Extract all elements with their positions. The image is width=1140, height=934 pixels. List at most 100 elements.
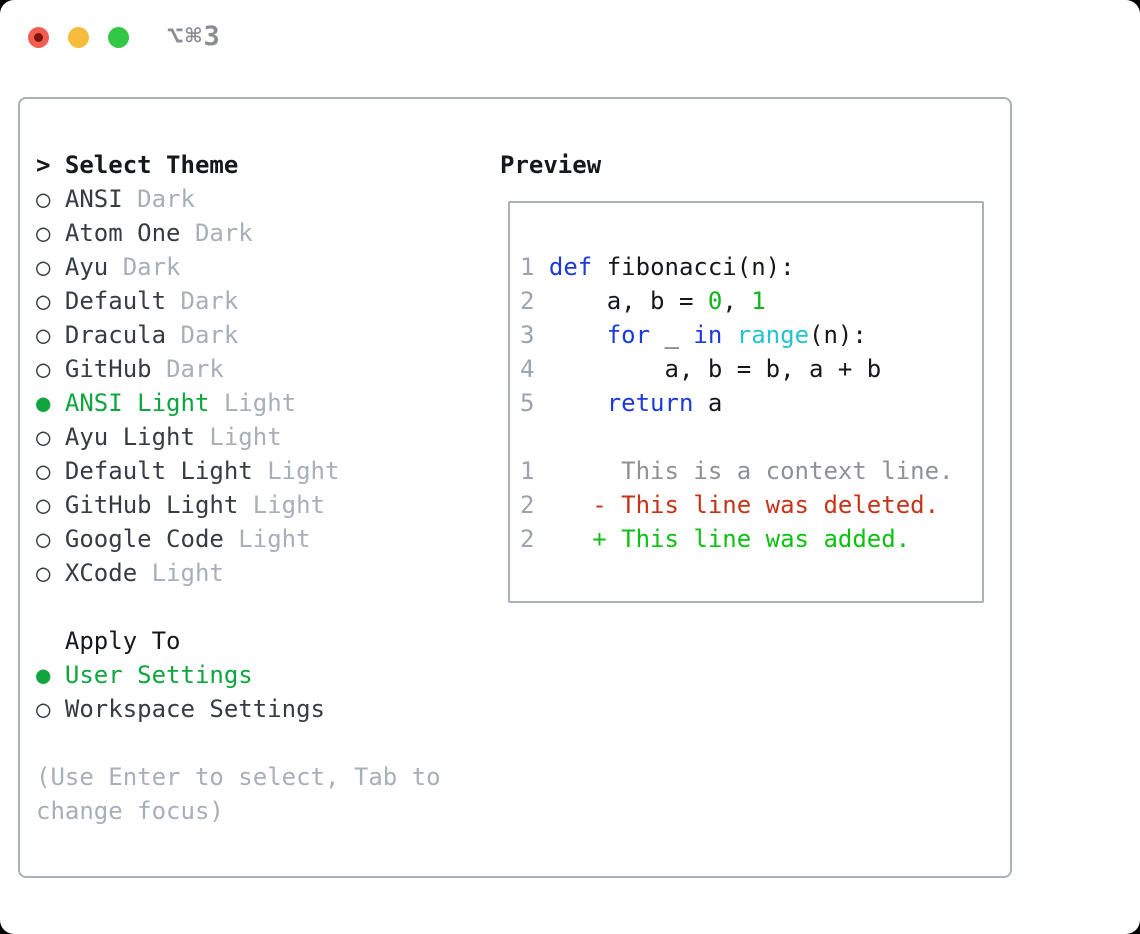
code-token-fn: range (736, 321, 810, 349)
theme-name: GitHub Light (64, 491, 253, 519)
theme-list: ○ ANSI Dark○ Atom One Dark○ Ayu Dark○ De… (36, 182, 441, 590)
theme-variant-badge: Light (252, 491, 325, 519)
code-line: 3 for _ in range(n): (520, 318, 982, 352)
theme-picker-panel: > Select Theme ○ ANSI Dark○ Atom One Dar… (18, 97, 1012, 878)
theme-item-github[interactable]: ○ GitHub Dark (36, 352, 441, 386)
minimize-button[interactable] (68, 27, 89, 48)
theme-variant-badge: Light (267, 457, 340, 485)
code-token-pl: , (722, 287, 752, 315)
code-token-pl (549, 389, 607, 417)
code-line: 1 def fibonacci(n): (520, 250, 982, 284)
preview-header: Preview (500, 151, 602, 179)
theme-name: Dracula (64, 321, 181, 349)
select-theme-header: > Select Theme (36, 148, 441, 182)
line-number: 1 (520, 253, 549, 281)
theme-variant-badge: Dark (122, 253, 181, 281)
spacer (36, 590, 441, 624)
apply-option-user-settings[interactable]: ● User Settings (36, 658, 441, 692)
code-line: 2 a, b = 0, 1 (520, 284, 982, 318)
close-button[interactable] (28, 27, 49, 48)
theme-name: Default Light (64, 457, 268, 485)
line-number: 1 (520, 457, 549, 485)
code-token-del: - This line was deleted. (548, 491, 940, 519)
radio-icon: ○ (36, 695, 65, 723)
apply-option-label: User Settings (64, 661, 253, 689)
theme-item-ayu[interactable]: ○ Ayu Dark (36, 250, 441, 284)
theme-name: Default (64, 287, 181, 315)
unsaved-indicator-dot (34, 33, 43, 42)
line-number: 5 (520, 389, 549, 417)
line-number: 2 (520, 287, 549, 315)
code-line: 1 This is a context line. (520, 454, 982, 488)
apply-to-options: ● User Settings○ Workspace Settings (36, 658, 441, 726)
apply-option-workspace-settings[interactable]: ○ Workspace Settings (36, 692, 441, 726)
code-token-pl (722, 321, 736, 349)
code-token-pl: a, b = b, a + b (548, 355, 882, 383)
code-token-num: 0 (707, 287, 723, 315)
theme-name: ANSI Light (64, 389, 224, 417)
theme-item-ansi[interactable]: ○ ANSI Dark (36, 182, 441, 216)
theme-name: Ayu (64, 253, 123, 281)
line-number: 2 (520, 525, 549, 553)
theme-name: GitHub (64, 355, 167, 383)
theme-item-atom-one[interactable]: ○ Atom One Dark (36, 216, 441, 250)
theme-variant-badge: Dark (137, 185, 195, 213)
line-number: 3 (520, 321, 549, 349)
code-line: 2 - This line was deleted. (520, 488, 982, 522)
spacer (36, 726, 441, 760)
radio-icon: ○ (36, 423, 65, 451)
code-token-kw: in (693, 321, 723, 349)
code-token-pl: a (693, 389, 723, 417)
maximize-button[interactable] (108, 27, 129, 48)
theme-variant-badge: Light (209, 423, 282, 451)
radio-icon: ○ (36, 185, 65, 213)
theme-name: XCode (64, 559, 152, 587)
apply-option-label: Workspace Settings (64, 695, 325, 723)
code-token-pl: (n): (809, 321, 867, 349)
code-token-kw: def (548, 253, 593, 281)
theme-item-dracula[interactable]: ○ Dracula Dark (36, 318, 441, 352)
theme-name: Google Code (64, 525, 239, 553)
prompt-caret-icon: > (36, 151, 51, 179)
window-title: ⌥⌘3 (167, 21, 222, 52)
radio-icon: ○ (36, 321, 65, 349)
code-line: 5 return a (520, 386, 982, 420)
theme-variant-badge: Dark (180, 287, 239, 315)
theme-item-ansi-light[interactable]: ● ANSI Light Light (36, 386, 441, 420)
code-token-kw: return (606, 389, 694, 417)
help-text-line: (Use Enter to select, Tab to (36, 763, 441, 791)
code-token-add: + This line was added. (548, 525, 911, 553)
theme-variant-badge: Light (151, 559, 224, 587)
theme-item-default-light[interactable]: ○ Default Light Light (36, 454, 441, 488)
theme-item-github-light[interactable]: ○ GitHub Light Light (36, 488, 441, 522)
radio-icon: ○ (36, 287, 65, 315)
radio-selected-icon: ● (36, 389, 65, 417)
code-token-ctx: This is a context line. (548, 457, 954, 485)
apply-to-header: Apply To (64, 627, 181, 655)
theme-variant-badge: Light (238, 525, 311, 553)
theme-item-ayu-light[interactable]: ○ Ayu Light Light (36, 420, 441, 454)
code-token-pl: fibonacci(n): (592, 253, 795, 281)
radio-icon: ○ (36, 559, 65, 587)
radio-selected-icon: ● (36, 661, 65, 689)
code-line-blank (520, 420, 982, 454)
help-text-line: change focus) (36, 797, 224, 825)
theme-item-default[interactable]: ○ Default Dark (36, 284, 441, 318)
radio-icon: ○ (36, 355, 65, 383)
theme-item-google-code[interactable]: ○ Google Code Light (36, 522, 441, 556)
radio-icon: ○ (36, 457, 65, 485)
theme-item-xcode[interactable]: ○ XCode Light (36, 556, 441, 590)
radio-icon: ○ (36, 525, 65, 553)
theme-name: Ayu Light (64, 423, 210, 451)
code-token-kw: for (606, 321, 651, 349)
code-line: 2 + This line was added. (520, 522, 982, 556)
code-token-num: 1 (751, 287, 766, 315)
radio-icon: ○ (36, 491, 65, 519)
line-number: 4 (520, 355, 549, 383)
line-number: 2 (520, 491, 549, 519)
code-token-pl (549, 321, 607, 349)
code-line: 4 a, b = b, a + b (520, 352, 982, 386)
